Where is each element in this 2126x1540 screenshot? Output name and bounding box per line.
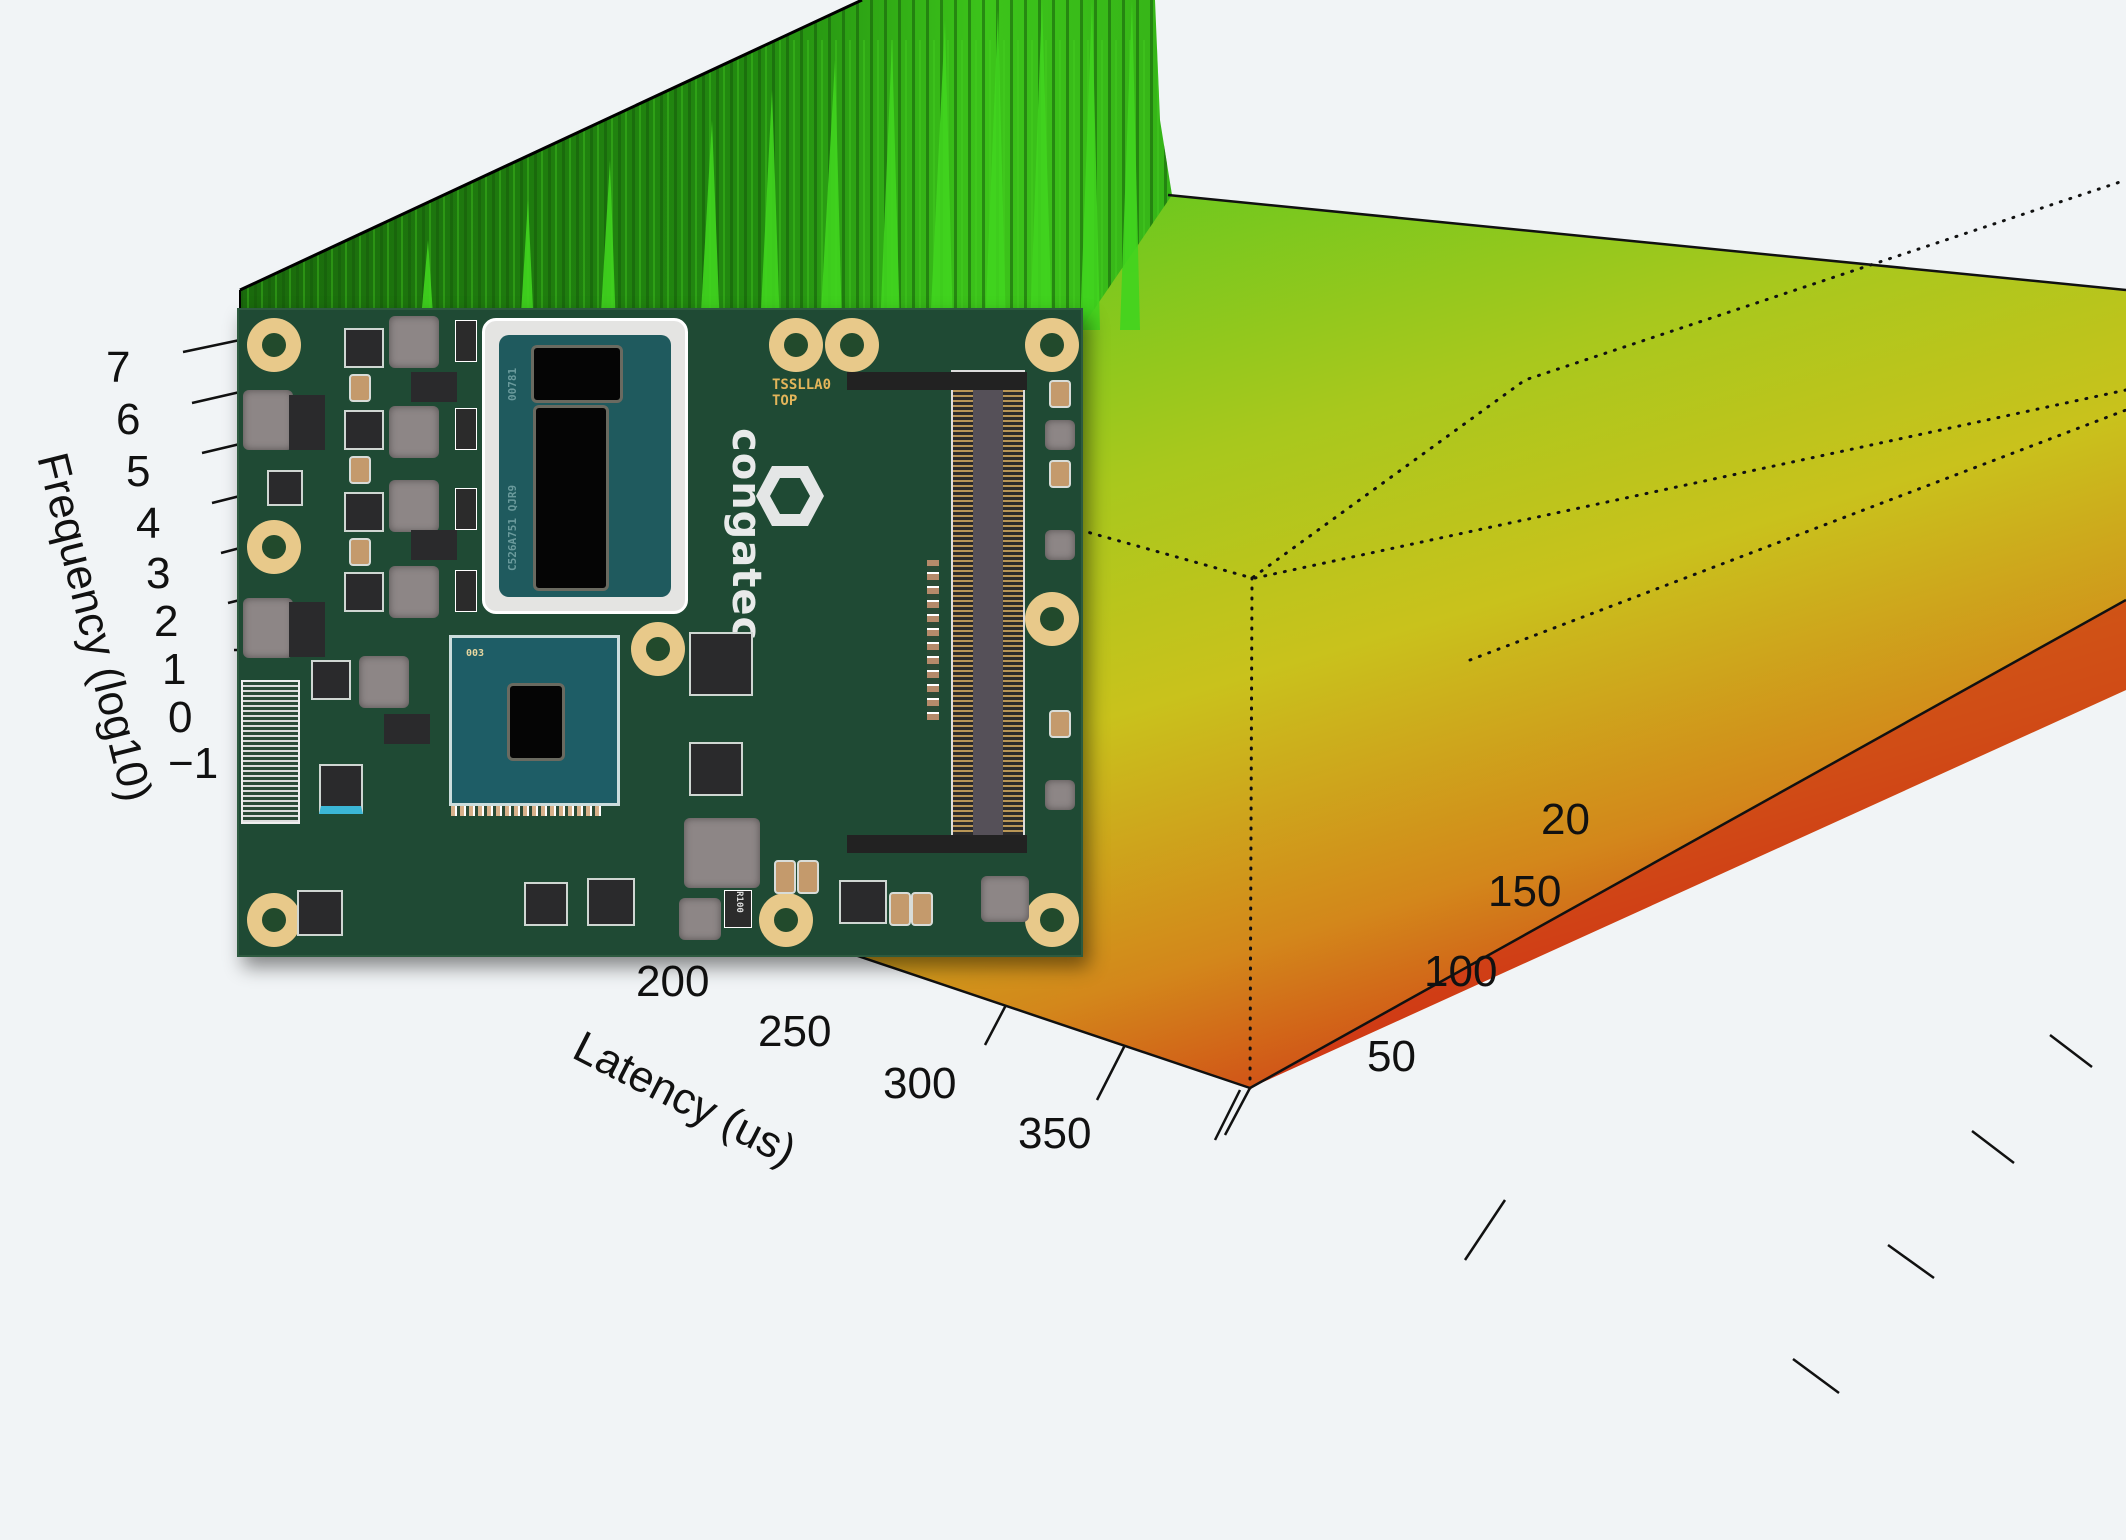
sodimm-latch-top [847, 372, 1027, 390]
r100-resistor: R100 [724, 890, 752, 928]
r100-label: R100 [733, 891, 744, 913]
dotted-box-edges [1078, 178, 2126, 1090]
pch-marking: 003 [466, 648, 485, 659]
inductor [1045, 420, 1075, 450]
capacitor [911, 892, 933, 926]
congatec-module-photo: 00781 C526A751 QJR9 003 TSSLLA0 TOP cong… [237, 308, 1083, 957]
z-tick-2: 2 [154, 597, 179, 646]
mounting-hole [1025, 592, 1079, 646]
inductor [389, 480, 439, 532]
mounting-hole [247, 520, 301, 574]
choke [411, 530, 457, 560]
inductor [389, 566, 439, 618]
capacitor [1049, 380, 1071, 408]
sodimm-socket [951, 370, 1025, 844]
z-axis-ticks [182, 338, 241, 652]
congatec-hexagon-logo [756, 466, 824, 526]
z-tick-minus1: −1 [168, 739, 219, 788]
inductor [1045, 780, 1075, 810]
ic-chip [344, 410, 384, 450]
z-tick-6: 6 [116, 395, 141, 444]
mounting-hole [1025, 893, 1079, 947]
silkscreen-text-2: TOP [772, 393, 798, 409]
eeprom-chip [319, 764, 363, 814]
z-tick-0: 0 [168, 693, 193, 742]
capacitor [797, 860, 819, 894]
floor-front-right-edge [1249, 598, 2126, 1090]
capacitor [1049, 460, 1071, 488]
z-tick-5: 5 [126, 447, 151, 496]
cpu-package: 00781 C526A751 QJR9 [482, 318, 688, 614]
current-sense-resistor [455, 408, 477, 450]
ic-chip [524, 882, 568, 926]
inductor [359, 656, 409, 708]
inductor [679, 898, 721, 940]
mounting-hole [1025, 318, 1079, 372]
mounting-hole [631, 622, 685, 676]
sodimm-latch-bottom [847, 835, 1027, 853]
y-tick-150: 150 [1488, 867, 1562, 916]
capacitor [889, 892, 911, 926]
resistor-column [927, 560, 939, 720]
z-tick-1: 1 [162, 645, 187, 694]
y-tick-50: 50 [1367, 1032, 1416, 1081]
choke [289, 602, 325, 657]
latency-tick-350: 350 [1018, 1109, 1092, 1158]
current-sense-resistor [455, 488, 477, 530]
latency-tick-250: 250 [758, 1007, 832, 1056]
capacitor [349, 374, 371, 402]
inductor [389, 406, 439, 458]
ic-chip [311, 660, 351, 700]
mounting-hole [769, 318, 823, 372]
current-sense-resistor [455, 570, 477, 612]
mounting-hole [247, 893, 301, 947]
z-tick-4: 4 [136, 499, 161, 548]
ic-chip [297, 890, 343, 936]
inductor [1045, 530, 1075, 560]
floor-back-edge [1167, 193, 2126, 292]
ic-chip [839, 880, 887, 924]
choke [411, 372, 457, 402]
latency-tick-300: 300 [883, 1059, 957, 1108]
inductor [243, 390, 293, 450]
inductor [389, 316, 439, 368]
inductor-large [684, 818, 760, 888]
y-tick-100: 100 [1424, 947, 1498, 996]
inductor [243, 598, 293, 658]
cpu-marking-bottom: C526A751 QJR9 [506, 484, 519, 571]
capacitor [774, 860, 796, 894]
silkscreen-text-1: TSSLLA0 [772, 377, 832, 393]
mounting-hole [759, 893, 813, 947]
ic-chip [689, 742, 743, 796]
capacitor [349, 456, 371, 484]
capacitor [1049, 710, 1071, 738]
pch-package: 003 [449, 635, 620, 806]
bright-spikes [420, 0, 1140, 330]
ic-chip [344, 328, 384, 368]
mounting-hole [825, 318, 879, 372]
choke [289, 395, 325, 450]
cpu-marking-top: 00781 [506, 367, 519, 401]
floor-front-left-edge [839, 948, 1251, 1090]
ic-chip [587, 878, 635, 926]
inductor [981, 876, 1029, 922]
latency-tick-200: 200 [636, 957, 710, 1006]
fpc-connector [241, 680, 300, 824]
wall-top-edge [239, 0, 863, 292]
ic-chip [344, 492, 384, 532]
ic-chip [689, 632, 753, 696]
ic-chip [267, 470, 303, 506]
right-axis-ticks [1792, 1034, 2093, 1395]
latency-axis-ticks [983, 1004, 1507, 1261]
capacitor [349, 538, 371, 566]
ic-chip [344, 572, 384, 612]
current-sense-resistor [455, 320, 477, 362]
y-tick-200-partial: 20 [1541, 795, 1590, 844]
choke [384, 714, 430, 744]
z-tick-7: 7 [106, 343, 131, 392]
resistor-array [451, 806, 601, 816]
mounting-hole [247, 318, 301, 372]
z-tick-3: 3 [146, 549, 171, 598]
